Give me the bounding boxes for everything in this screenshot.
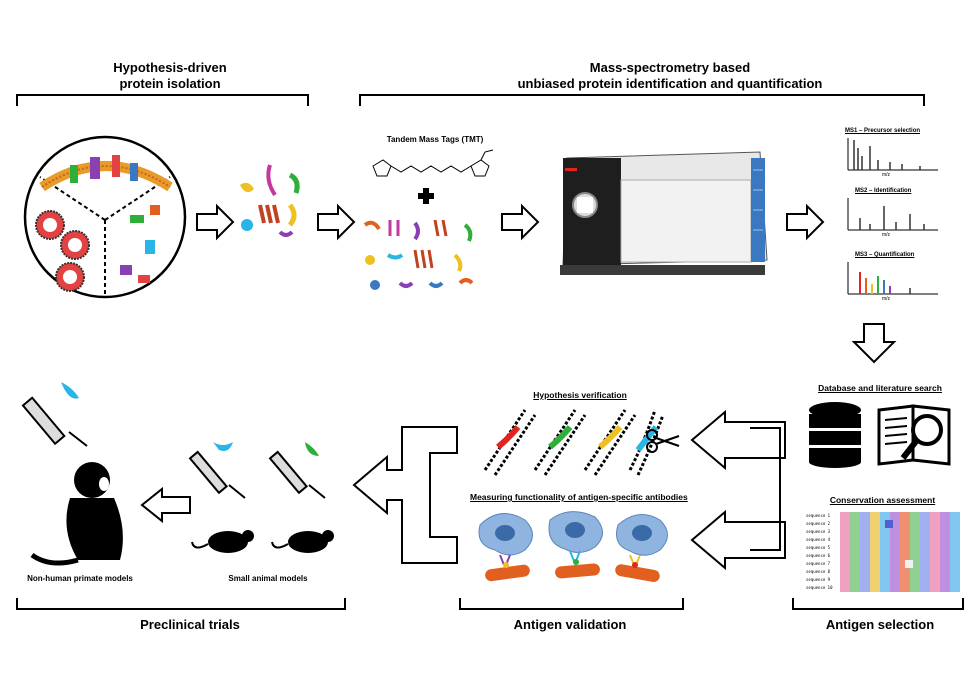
ms3-x-axis-label: m/z: [882, 296, 891, 302]
alignment-row: sequence 10: [806, 585, 833, 590]
isolation-title-line1: Hypothesis-driven: [113, 60, 227, 75]
cell-antibody-2: [548, 511, 603, 579]
ms3-spectrum: [847, 262, 938, 295]
ms-title: Mass-spectrometry based unbiased protein…: [470, 60, 870, 92]
dna-helix-red: [483, 409, 537, 476]
ms1-label: MS1 – Precursor selection: [845, 128, 921, 134]
alignment-row: sequence 5: [806, 545, 831, 550]
antibody-cells: [478, 511, 668, 582]
ms1-x-axis-label: m/z: [882, 172, 891, 178]
alignment-row: sequence 4: [806, 537, 831, 542]
database-icon: [809, 402, 861, 468]
syringe-left: [188, 442, 246, 499]
left-arrow-nhp: [140, 486, 191, 524]
alignment-grid: [840, 512, 960, 592]
syringe-nhp: [21, 382, 88, 447]
selection-title: Antigen selection: [825, 617, 935, 632]
alignment-row: sequence 3: [806, 529, 831, 534]
mass-spectrometer: [560, 151, 768, 275]
isolation-circle: [23, 135, 187, 299]
cell-antibody-3: [615, 514, 668, 582]
right-arrow-3: [501, 203, 540, 241]
validation-to-preclinical-arrow: [352, 426, 458, 564]
alignment-names: sequence 1 sequence 2 sequence 3 sequenc…: [806, 512, 833, 592]
book-magnifier-icon: [877, 404, 951, 466]
scissors-icon: [646, 429, 680, 453]
syringe-right: [268, 442, 326, 499]
protein-cluster-1: [240, 164, 300, 237]
right-arrow-1: [196, 203, 235, 241]
right-arrow-2: [317, 203, 356, 241]
ms3-label: MS3 – Quantification: [855, 252, 915, 258]
alignment-row: sequence 8: [806, 569, 831, 574]
alignment-row: sequence 2: [806, 521, 831, 526]
ms-title-line1: Mass-spectrometry based: [589, 60, 751, 75]
conservation-label: Conservation assessment: [829, 495, 936, 505]
alignment-row: sequence 1: [806, 513, 831, 518]
dna-helix-yellow: [583, 409, 637, 476]
alignment-row: sequence 6: [806, 553, 831, 558]
hypothesis-label: Hypothesis verification: [533, 390, 627, 400]
small-animal-label: Small animal models: [228, 574, 308, 583]
mouse-icon-left: [191, 530, 254, 553]
nhp-label: Non-human primate models: [27, 574, 133, 583]
down-arrow: [851, 323, 897, 364]
validation-title: Antigen validation: [513, 617, 627, 632]
connector-bracket: [750, 427, 781, 551]
ms2-spectrum: [847, 198, 938, 231]
mouse-icon-right: [271, 530, 334, 553]
left-arrow-top: [690, 409, 786, 471]
cell-antibody-1: [478, 513, 533, 582]
dna-helix-green: [533, 409, 587, 476]
plus-icon: [418, 188, 434, 204]
alignment-row: sequence 9: [806, 577, 831, 582]
dna-helices: [483, 409, 665, 476]
ms2-label: MS2 – Identification: [855, 188, 912, 194]
isolation-title-line2: protein isolation: [119, 76, 221, 91]
ms-title-line2: unbiased protein identification and quan…: [517, 76, 823, 91]
alignment-row: sequence 7: [806, 561, 831, 566]
monkey-icon: [30, 462, 123, 566]
left-arrow-bottom: [690, 509, 786, 571]
ms-bracket: [359, 94, 925, 106]
tmt-label: Tandem Mass Tags (TMT): [386, 135, 484, 144]
ms2-x-axis-label: m/z: [882, 232, 891, 238]
tmt-structure: [372, 149, 494, 177]
functionality-label: Measuring functionality of antigen-speci…: [470, 492, 688, 502]
ms1-spectrum: [847, 138, 938, 171]
isolation-title: Hypothesis-driven protein isolation: [60, 60, 280, 92]
labeled-proteins: [363, 219, 474, 290]
right-arrow-4: [786, 203, 825, 241]
preclinical-title: Preclinical trials: [140, 617, 240, 632]
database-label: Database and literature search: [818, 383, 942, 393]
